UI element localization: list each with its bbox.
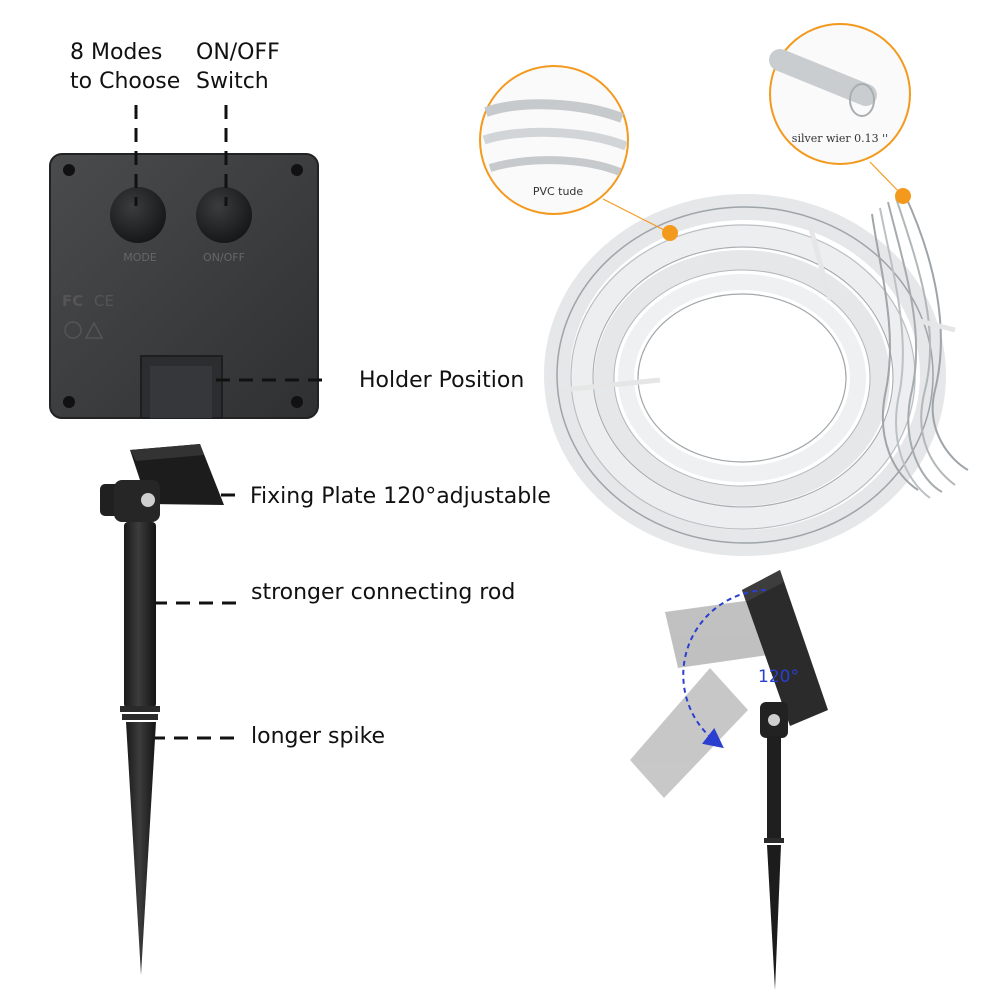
pvc-label: PVC tude: [533, 185, 584, 198]
modes-callout: 8 Modes to Choose: [70, 38, 180, 96]
spike-callout: longer spike: [251, 724, 386, 749]
switch-callout-line2: Switch: [196, 69, 269, 94]
mode-button[interactable]: [110, 187, 166, 243]
modes-callout-line1: 8 Modes: [70, 40, 163, 65]
on-off-button-label: ON/OFF: [203, 251, 245, 264]
warning-icon: [84, 321, 104, 339]
ce-mark: CE: [94, 292, 114, 310]
wire-label: silver wier 0.13 '': [792, 132, 888, 145]
holder-callout: Holder Position: [359, 368, 525, 393]
ground-stake: [100, 444, 224, 975]
modes-callout-line2: to Choose: [70, 69, 181, 94]
screw-icon: [63, 396, 75, 408]
switch-callout: ON/OFF Switch: [196, 38, 280, 96]
wire-zoom-circle: silver wier 0.13 '': [769, 23, 911, 165]
pvc-zoom-circle: PVC tude: [479, 65, 629, 215]
switch-callout-line1: ON/OFF: [196, 40, 280, 65]
angle-label: 120°: [758, 667, 799, 687]
adjust-screw-icon: [141, 493, 155, 507]
adjust-screw-icon: [768, 714, 780, 726]
fcc-mark: FC: [62, 292, 83, 310]
screw-icon: [63, 164, 75, 176]
mode-button-label: MODE: [123, 251, 157, 264]
leader-lines: [128, 105, 330, 740]
cert-icon: [64, 321, 82, 339]
rotation-arc-icon: [682, 589, 767, 749]
screw-icon: [291, 164, 303, 176]
solar-panel-back: MODE ON/OFF FC CE: [49, 153, 319, 419]
on-off-button[interactable]: [196, 187, 252, 243]
adjustable-stake: 120°: [630, 570, 828, 990]
rope-light-coil: [544, 161, 969, 556]
fixing-plate-callout: Fixing Plate 120°adjustable: [250, 484, 551, 509]
screw-icon: [291, 396, 303, 408]
rod-callout: stronger connecting rod: [251, 580, 516, 605]
